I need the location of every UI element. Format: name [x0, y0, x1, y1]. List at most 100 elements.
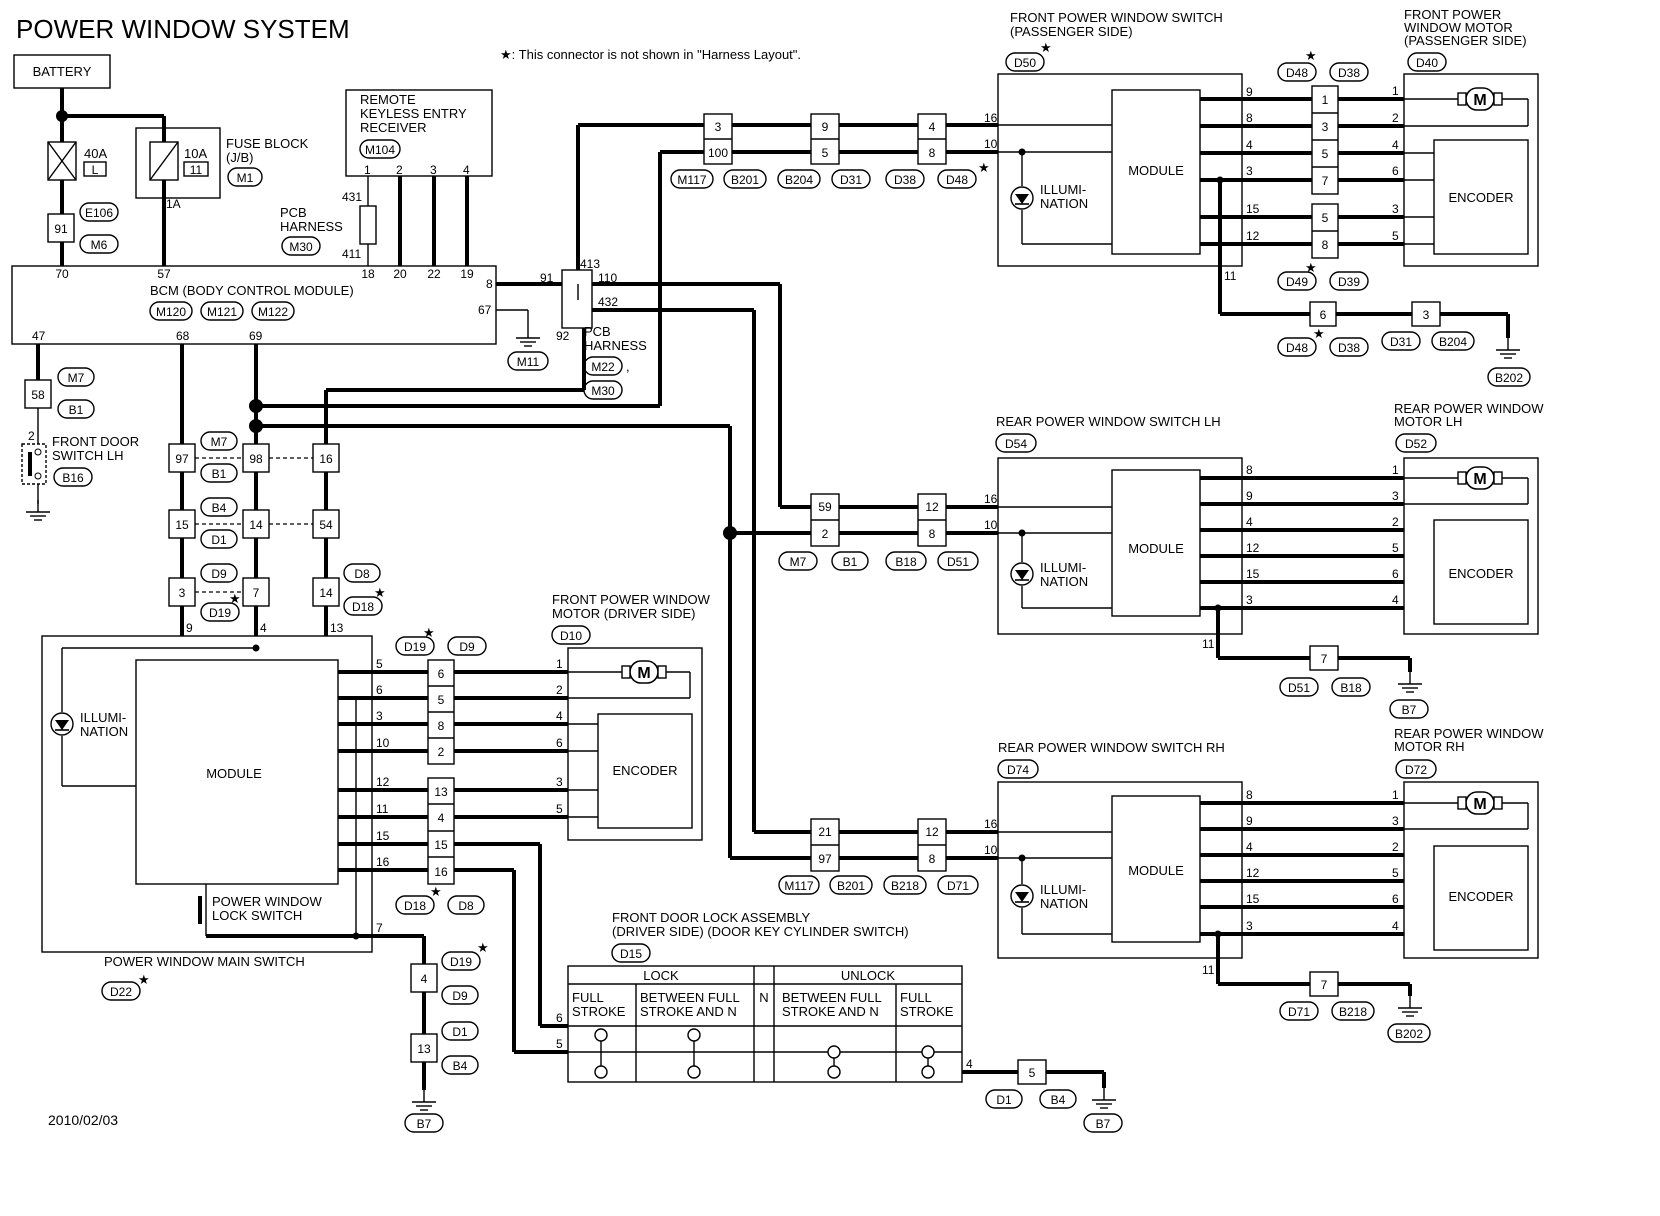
svg-text:WINDOW MOTOR: WINDOW MOTOR: [1404, 20, 1513, 35]
svg-text:★: ★: [423, 625, 435, 640]
svg-text:10: 10: [984, 843, 998, 857]
svg-text:1: 1: [1322, 93, 1329, 107]
svg-text:4: 4: [966, 1057, 973, 1071]
svg-text:5: 5: [1392, 866, 1399, 880]
svg-text:15: 15: [1246, 567, 1260, 581]
svg-text:8: 8: [1246, 463, 1253, 477]
svg-text:9: 9: [822, 120, 829, 134]
svg-text:D38: D38: [1338, 341, 1360, 355]
svg-text:6: 6: [556, 1011, 563, 1025]
svg-text:★: ★: [477, 940, 489, 955]
svg-text:10: 10: [376, 736, 390, 750]
svg-text:BETWEEN FULL: BETWEEN FULL: [782, 990, 882, 1005]
ground-icon: [1397, 995, 1423, 1017]
connector-d72: D72: [1395, 759, 1437, 779]
svg-text:B4: B4: [212, 501, 227, 515]
ground-icon: [1397, 671, 1423, 693]
rear-power-window-motor-rh: ENCODER 1 3 2 5 6 4: [1392, 781, 1539, 959]
svg-text:D50: D50: [1014, 56, 1036, 70]
svg-text:KEYLESS ENTRY: KEYLESS ENTRY: [360, 106, 467, 121]
remote-keyless-entry-receiver: REMOTE KEYLESS ENTRY RECEIVER M104 1 2 3…: [345, 89, 493, 177]
svg-text:4: 4: [421, 972, 428, 986]
svg-text:7: 7: [1321, 652, 1328, 666]
svg-text:D48: D48: [1286, 341, 1308, 355]
svg-text:(J/B): (J/B): [226, 150, 253, 165]
svg-text:14: 14: [319, 586, 333, 600]
svg-text:B218: B218: [1339, 1005, 1367, 1019]
svg-text:ILLUMI-: ILLUMI-: [1040, 182, 1086, 197]
connector-d40: D40: [1407, 52, 1447, 72]
svg-text:ILLUMI-: ILLUMI-: [80, 710, 126, 725]
svg-text:HARNESS: HARNESS: [280, 219, 343, 234]
pcb-label: PCB: [280, 205, 307, 220]
svg-text:M117: M117: [784, 879, 813, 893]
svg-text:12: 12: [925, 500, 939, 514]
diagram-title: POWER WINDOW SYSTEM: [16, 14, 350, 44]
svg-text:NATION: NATION: [1040, 896, 1088, 911]
svg-text:6: 6: [1392, 164, 1399, 178]
rear-lh-inline-connectors: 59 2 12 8 M7 B1 B18 D51: [778, 493, 979, 571]
svg-text:D9: D9: [452, 989, 468, 1003]
svg-text:M7: M7: [790, 555, 807, 569]
illumination-led-icon: [1010, 562, 1034, 586]
connector-labels-top: M117 B201 B204 D31 D38 D48 ★: [670, 160, 990, 189]
svg-text:RECEIVER: RECEIVER: [360, 120, 426, 135]
svg-text:ILLUMI-: ILLUMI-: [1040, 560, 1086, 575]
svg-text:3: 3: [1392, 814, 1399, 828]
svg-text:D1: D1: [996, 1093, 1012, 1107]
svg-text:MODULE: MODULE: [1128, 163, 1184, 178]
illumination-led-icon: [1010, 186, 1034, 210]
ground-icon: [25, 499, 51, 521]
svg-text:M104: M104: [365, 143, 395, 157]
bcm-module: 70 57 18 20 22 19 8 67 47 68 69 BCM (BOD…: [11, 265, 497, 345]
svg-text:10: 10: [984, 137, 998, 151]
svg-text:MODULE: MODULE: [1128, 541, 1184, 556]
svg-text:411: 411: [342, 247, 361, 261]
svg-text:91: 91: [540, 271, 554, 285]
svg-text:98: 98: [249, 452, 263, 466]
svg-text:16: 16: [319, 452, 333, 466]
svg-text:B18: B18: [895, 555, 917, 569]
svg-text:4: 4: [1246, 138, 1253, 152]
svg-text:D52: D52: [1405, 437, 1427, 451]
inline-row-97: 97 98 16 M7 B1: [168, 431, 340, 483]
svg-text:D9: D9: [459, 640, 475, 654]
rear-rh-inline-connectors: 21 97 12 8 M117 B201 B218 D71: [778, 818, 979, 895]
svg-text:70: 70: [55, 267, 69, 281]
svg-text:16: 16: [434, 865, 448, 879]
svg-text:3: 3: [556, 775, 563, 789]
svg-text:91: 91: [54, 222, 68, 236]
svg-text:13: 13: [330, 621, 344, 635]
main-switch-title: POWER WINDOW MAIN SWITCH: [104, 954, 305, 969]
main-switch-ground-connectors: 4 D19 ★ D9 D1 13 B4 B7: [404, 940, 489, 1133]
connector-d52: D52: [1395, 433, 1437, 453]
svg-text:D8: D8: [354, 567, 370, 581]
inline-connector-d38: 4 8: [917, 113, 947, 165]
connector-d54: D54: [995, 433, 1037, 453]
svg-text:M30: M30: [289, 240, 313, 254]
svg-text:1: 1: [1392, 84, 1399, 98]
ground-icon: [411, 1089, 437, 1111]
svg-text:12: 12: [1246, 541, 1260, 555]
svg-text:D71: D71: [1288, 1005, 1310, 1019]
door-lock-ground-connector: 5 D1 B4 B7: [985, 1059, 1123, 1133]
svg-text:67: 67: [478, 303, 492, 317]
svg-text:B7: B7: [1096, 1117, 1111, 1131]
svg-text:7: 7: [376, 921, 383, 935]
svg-text:4: 4: [1392, 593, 1399, 607]
svg-text:4: 4: [1392, 138, 1399, 152]
svg-text:3: 3: [430, 163, 437, 177]
svg-text:D39: D39: [1338, 275, 1360, 289]
svg-text:12: 12: [1246, 229, 1260, 243]
svg-text:STROKE: STROKE: [572, 1004, 626, 1019]
svg-text:2: 2: [1392, 840, 1399, 854]
svg-text:STROKE AND N: STROKE AND N: [782, 1004, 879, 1019]
svg-text:MOTOR RH: MOTOR RH: [1394, 739, 1465, 754]
svg-text:NATION: NATION: [1040, 574, 1088, 589]
ground-icon: [1495, 337, 1521, 359]
ground-icon: [1091, 1087, 1117, 1109]
svg-text:10A: 10A: [184, 146, 207, 161]
svg-text:13: 13: [434, 785, 448, 799]
svg-text:21: 21: [818, 825, 832, 839]
svg-text:12: 12: [925, 825, 939, 839]
